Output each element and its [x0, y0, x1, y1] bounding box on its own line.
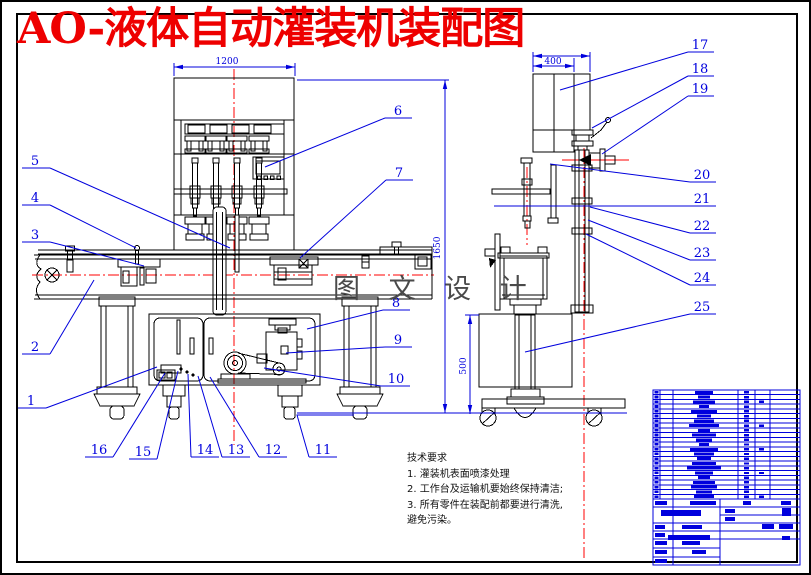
conveyor	[34, 241, 433, 300]
callout-16-label: 16	[91, 443, 108, 458]
pump-assembly	[256, 318, 303, 371]
callout-5: 5	[22, 154, 231, 249]
dim-cart-height: 500	[459, 314, 479, 414]
callout-17-label: 17	[692, 38, 709, 53]
callout-21: 21	[494, 192, 716, 207]
callout-22: 22	[589, 206, 716, 234]
callout-3: 3	[22, 228, 145, 267]
belt-clamp-left	[117, 258, 161, 287]
dim-front-height-label: 1650	[433, 236, 443, 259]
control-panel	[252, 156, 285, 180]
callout-14-label: 14	[197, 443, 214, 458]
callout-7-label: 7	[395, 166, 403, 181]
callout-22-label: 22	[694, 219, 711, 234]
callout-1: 1	[18, 366, 158, 409]
tech-heading: 技术要求	[407, 453, 447, 464]
dimension-arrowheads	[174, 53, 590, 414]
cabinet-feet	[162, 384, 303, 420]
callout-13-label: 13	[228, 443, 245, 458]
callout-18: 18	[591, 62, 714, 129]
dim-cart-height-label: 500	[459, 357, 469, 374]
tech-item: 1. 灌装机表面喷漆处理	[407, 468, 510, 480]
tech-item: 3. 所有零件在装配前都要进行清洗,	[407, 499, 563, 511]
callout-24: 24	[585, 233, 716, 286]
callout-19-label: 19	[692, 82, 709, 97]
callout-12-label: 12	[265, 443, 282, 458]
side-view	[478, 73, 626, 427]
callout-9: 9	[285, 333, 412, 354]
callout-15-label: 15	[135, 445, 152, 460]
callout-16: 16	[85, 372, 166, 458]
callout-4-label: 4	[31, 191, 39, 206]
callout-8-label: 8	[392, 296, 400, 311]
callout-6: 6	[264, 104, 412, 168]
callout-9-label: 9	[394, 333, 402, 348]
callout-23-label: 23	[694, 246, 711, 261]
bottle-on-belt	[361, 255, 370, 269]
callout-15: 15	[129, 370, 179, 460]
callout-25-label: 25	[694, 300, 711, 315]
front-view	[34, 77, 433, 420]
callout-17: 17	[559, 38, 714, 91]
dim-front-width-label: 1200	[216, 57, 239, 67]
callout-11-label: 11	[315, 443, 332, 458]
belt-clamp-center	[269, 256, 319, 286]
front-machine-body	[173, 77, 295, 316]
tech-item: 2. 工作台及运输机要始终保持清洁;	[407, 484, 564, 495]
drive-cabinet	[148, 313, 321, 420]
callout-12: 12	[209, 376, 287, 458]
tech-item: 避免污染。	[407, 515, 457, 526]
drawing-title: AO-液体自动灌装机装配图	[17, 4, 525, 54]
callout-2-label: 2	[31, 340, 39, 355]
callout-13: 13	[197, 375, 250, 458]
pipe-and-valve	[570, 117, 616, 314]
side-cart	[478, 313, 626, 427]
callout-23: 23	[587, 219, 716, 261]
conveyor-end-roller	[44, 267, 60, 283]
callouts: 1234567891011121314151617181920212223242…	[18, 38, 716, 460]
callout-25: 25	[524, 300, 716, 353]
filling-nozzles	[173, 157, 288, 217]
callout-7: 7	[299, 166, 413, 259]
callout-11: 11	[296, 414, 354, 458]
valve-cluster	[156, 364, 195, 381]
callout-4: 4	[22, 191, 137, 249]
callout-5-label: 5	[31, 154, 39, 169]
dim-front-height: 1650	[297, 79, 627, 414]
callout-14: 14	[187, 373, 219, 458]
supply-tank	[484, 233, 550, 315]
drawing-frame-border	[16, 13, 798, 563]
belt-clamp-right	[379, 246, 433, 270]
callout-20-label: 20	[694, 168, 711, 183]
callout-19: 19	[601, 82, 714, 155]
clamp-units-row	[184, 135, 270, 154]
side-filling-head	[491, 157, 559, 229]
centerlines	[32, 69, 629, 560]
conveyor-legs	[93, 296, 384, 420]
watermark-text: 图 文 设 计	[333, 274, 537, 305]
bom-table	[652, 389, 801, 566]
callout-20: 20	[549, 163, 716, 183]
side-top-housing	[532, 73, 591, 153]
callout-8: 8	[306, 296, 410, 330]
callout-21-label: 21	[694, 192, 711, 207]
callout-3-label: 3	[31, 228, 39, 243]
callout-6-label: 6	[394, 104, 402, 119]
callout-10-label: 10	[388, 372, 405, 387]
callout-24-label: 24	[694, 271, 711, 286]
callout-1-label: 1	[27, 394, 35, 409]
dim-side-width-label: 400	[544, 57, 561, 67]
callout-18-label: 18	[692, 62, 709, 77]
dim-front-width: 1200	[173, 57, 296, 76]
technical-requirements: 技术要求 1. 灌装机表面喷漆处理 2. 工作台及运输机要始终保持清洁; 3. …	[407, 451, 563, 529]
dimensions: 1200 1650 400 500	[173, 52, 627, 414]
bottle-clamps-row	[184, 216, 270, 241]
callout-2: 2	[22, 279, 95, 355]
motor-assembly	[217, 351, 307, 384]
callout-10: 10	[263, 367, 410, 387]
